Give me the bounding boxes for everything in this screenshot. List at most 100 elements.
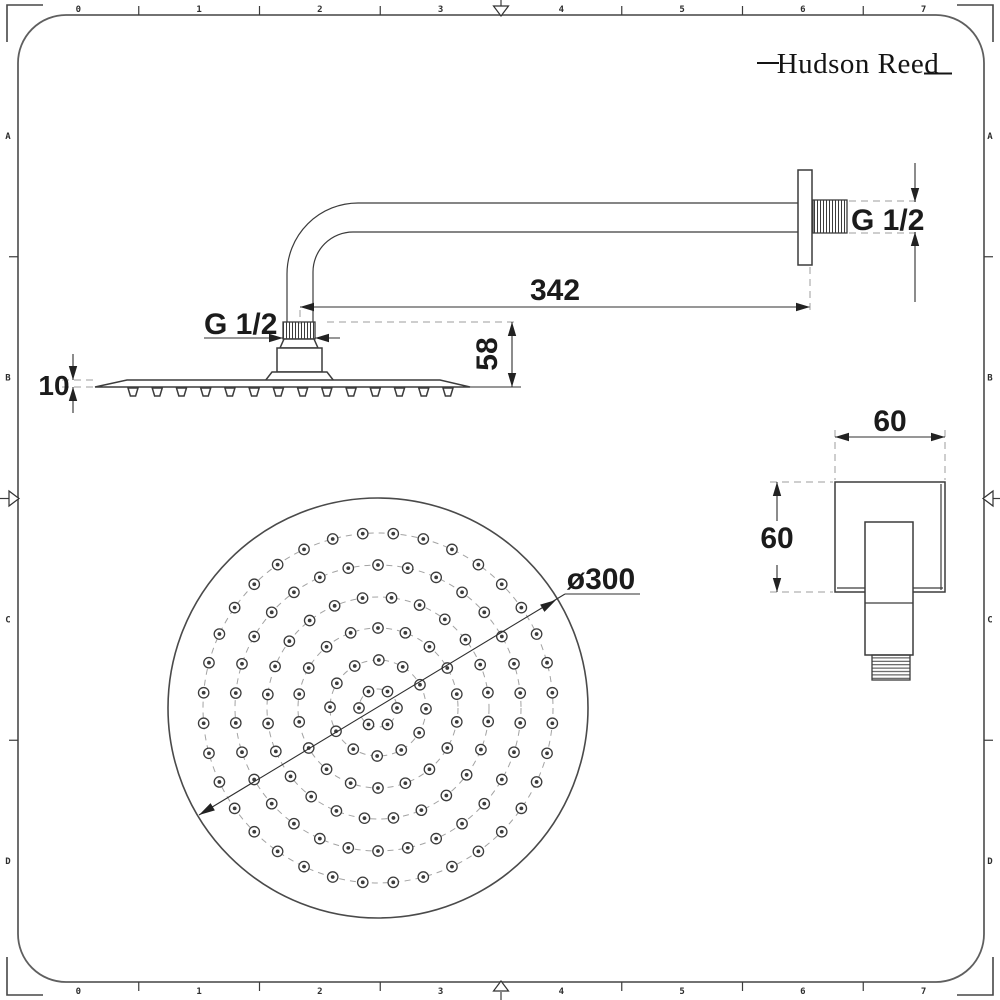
nozzle-dot-center bbox=[389, 595, 394, 600]
nozzle-profile bbox=[175, 387, 188, 397]
head-plate-profile bbox=[94, 379, 471, 388]
centre-arrow-bottom bbox=[492, 980, 510, 992]
ruler-row-label-left: B bbox=[5, 374, 11, 384]
nozzle-dot-center bbox=[519, 605, 524, 610]
nozzle-dot-center bbox=[273, 664, 277, 669]
nozzle-dot-center bbox=[275, 562, 280, 567]
nozzle-dot-center bbox=[324, 767, 329, 772]
nozzle-dot-center bbox=[419, 808, 424, 813]
nozzle-dot-center bbox=[385, 722, 390, 727]
nozzle-profile bbox=[369, 387, 382, 397]
nozzle-dot-center bbox=[233, 691, 238, 695]
nozzle-dot-center bbox=[324, 644, 329, 649]
ruler-row-label-right: D bbox=[987, 857, 993, 867]
nozzle-dot-center bbox=[512, 661, 516, 666]
nozzle-dot-center bbox=[207, 660, 211, 665]
nozzle-dot-center bbox=[434, 575, 439, 580]
nozzle-dot-center bbox=[292, 590, 296, 595]
arm-inner-wall bbox=[312, 231, 798, 322]
nozzle-dot-center bbox=[418, 682, 422, 687]
face-view: ø300 bbox=[167, 497, 640, 919]
nozzle-dot-center bbox=[417, 603, 422, 607]
nozzle-dot-center bbox=[265, 692, 270, 697]
nozzle-dot-center bbox=[444, 793, 449, 798]
side-nozzle-row bbox=[126, 387, 455, 397]
ruler-col-label-top: 2 bbox=[317, 5, 322, 15]
nozzle-dot-center bbox=[486, 690, 490, 695]
nozzle-dot-center bbox=[391, 816, 396, 820]
nozzle-profile bbox=[248, 387, 261, 397]
nozzle-dot-center bbox=[307, 618, 312, 623]
nozzle-dot-center bbox=[376, 786, 380, 790]
nozzle-dot-center bbox=[232, 806, 237, 811]
label-wall-thread: G 1/2 bbox=[851, 204, 924, 237]
nozzle-dot-center bbox=[486, 719, 491, 724]
nozzle-dot-center bbox=[534, 632, 539, 636]
nozzle-dot-center bbox=[317, 836, 322, 841]
nozzle-dot-center bbox=[399, 748, 404, 752]
dim-face-diameter: ø300 bbox=[567, 563, 635, 596]
nozzle-profile bbox=[417, 387, 430, 397]
nozzle-profile bbox=[296, 387, 309, 397]
nozzle-dot-center bbox=[360, 880, 365, 885]
nozzle-dot-center bbox=[332, 603, 337, 608]
nozzle-dot-center bbox=[360, 596, 365, 600]
ruler-col-label-bottom: 3 bbox=[438, 987, 443, 997]
nozzle-dot-center bbox=[297, 719, 302, 724]
nozzle-ring-guide bbox=[202, 532, 554, 884]
nozzle-dot-center bbox=[207, 751, 211, 756]
nozzle-dot-center bbox=[233, 721, 238, 725]
nozzle-dot-center bbox=[545, 660, 549, 665]
nozzle-dot-center bbox=[434, 836, 439, 841]
outlet-body bbox=[864, 521, 914, 656]
nozzle-dot-center bbox=[269, 801, 274, 806]
nozzle-dot-center bbox=[348, 630, 353, 635]
nozzle-dot-center bbox=[252, 777, 257, 782]
nozzle-dot-center bbox=[463, 637, 468, 642]
nozzle-dot-center bbox=[217, 632, 222, 636]
ruler-col-label-bottom: 4 bbox=[559, 987, 565, 997]
ruler-col-label-top: 5 bbox=[679, 5, 684, 15]
centre-arrow-right bbox=[982, 489, 994, 508]
ruler-col-label-top: 6 bbox=[800, 5, 805, 15]
nozzle-dot-center bbox=[400, 664, 405, 669]
nozzle-dot-center bbox=[273, 749, 278, 754]
nozzle-dot-center bbox=[346, 566, 351, 571]
nozzle-profile bbox=[223, 387, 236, 397]
nozzle-dot-center bbox=[302, 547, 306, 552]
nozzle-dot-center bbox=[450, 547, 454, 552]
arm-outer-wall bbox=[286, 202, 798, 322]
nozzle-dot-center bbox=[403, 630, 408, 635]
nozzle-profile bbox=[441, 387, 455, 397]
nozzle-dot-center bbox=[464, 772, 469, 777]
side-view: 342 58 10 G 1/2 G 1/2 bbox=[38, 163, 924, 413]
nozzle-dot-center bbox=[550, 690, 555, 695]
nozzle-dot-center bbox=[421, 875, 426, 879]
nozzle-dot-center bbox=[454, 719, 459, 724]
label-head-thread: G 1/2 bbox=[204, 308, 277, 341]
nozzle-dot-center bbox=[442, 617, 447, 622]
centre-arrow-top bbox=[492, 5, 510, 17]
nozzle-dot-center bbox=[375, 754, 380, 758]
nozzle-dot-center bbox=[403, 781, 408, 786]
nozzle-dot-center bbox=[534, 780, 539, 784]
nozzle-rings bbox=[197, 527, 559, 889]
nozzle-dot-center bbox=[391, 531, 396, 536]
ruler-row-label-right: C bbox=[987, 615, 992, 625]
nozzle-dot-center bbox=[275, 849, 280, 854]
nozzle-dot-center bbox=[366, 689, 371, 694]
ruler-row-label-left: D bbox=[5, 857, 11, 867]
nozzle-ring-guide bbox=[266, 596, 490, 820]
nozzle-dot-center bbox=[330, 875, 335, 879]
cropmark-bottom-right bbox=[957, 957, 994, 996]
ruler-col-label-bottom: 1 bbox=[196, 987, 201, 997]
wall-thread bbox=[812, 199, 848, 234]
nozzle-dot-center bbox=[240, 661, 244, 666]
nozzle-dot-center bbox=[334, 809, 339, 813]
nozzle-dot-center bbox=[309, 794, 314, 799]
logo: Hudson Reed bbox=[757, 48, 952, 80]
nozzle-dot-center bbox=[460, 590, 464, 595]
nozzle-profile bbox=[393, 387, 406, 397]
nozzle-dot-center bbox=[362, 816, 367, 821]
nozzle-dot-center bbox=[476, 849, 481, 854]
